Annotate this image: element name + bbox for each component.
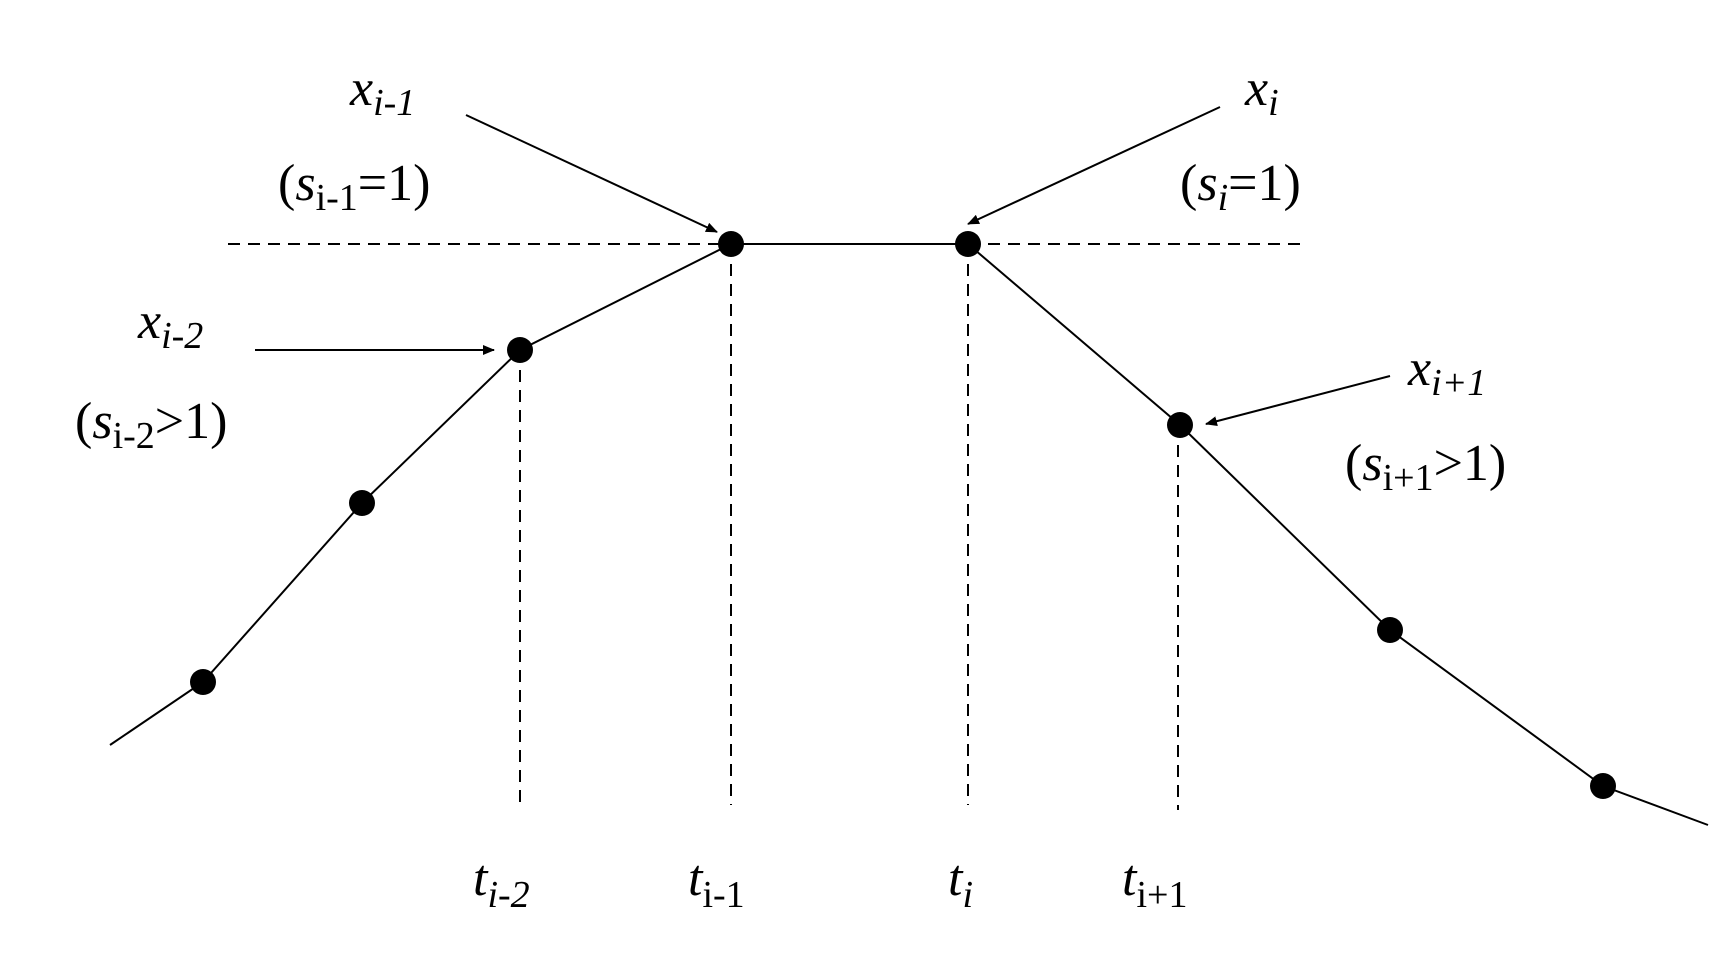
label-s-i+1-rest: >1) [1434, 435, 1507, 492]
label-x-i-2-base: x [137, 293, 161, 350]
label-x-i-1-sub: i-1 [373, 82, 415, 124]
label-s-i-1-sub: i-1 [316, 177, 358, 219]
label-t-i+1: ti+1 [1122, 850, 1187, 916]
label-t-i+1-sub: i+1 [1136, 874, 1187, 916]
label-x-i-2: xi-2 [137, 293, 203, 357]
label-x-i+1-base: x [1407, 340, 1431, 397]
label-x-i-2-sub: i-2 [161, 315, 203, 357]
label-x-i+1-sub: i+1 [1431, 362, 1486, 404]
point-dot-7 [1377, 617, 1403, 643]
label-x-i-sub: i [1268, 82, 1279, 124]
label-s-i+1-open: ( [1345, 435, 1362, 492]
label-t-i: ti [948, 850, 973, 916]
point-dot-8 [1590, 773, 1616, 799]
label-t-i-base: t [948, 850, 964, 907]
label-x-i-1-base: x [349, 60, 373, 117]
label-x-i-base: x [1244, 60, 1268, 117]
label-t-i-1-sub: i-1 [702, 874, 744, 916]
label-t-i-sub: i [962, 874, 973, 916]
arrow-x-i+1 [1205, 375, 1391, 427]
arrow-x-i [967, 106, 1221, 225]
label-s-i+1-base: s [1362, 435, 1382, 492]
label-t-i-1: ti-1 [688, 850, 745, 916]
label-s-i+1-sub: i+1 [1383, 457, 1434, 499]
point-x-i-1 [718, 231, 744, 257]
label-t-i-1-base: t [688, 850, 704, 907]
label-s-i+1: (si+1>1) [1345, 435, 1506, 499]
label-t-i-2-base: t [473, 850, 489, 907]
point-x-i+1 [1167, 412, 1193, 438]
label-s-i-2-rest: >1) [155, 393, 228, 450]
label-x-i+1: xi+1 [1407, 340, 1486, 404]
label-s-i-2-open: ( [75, 393, 92, 450]
label-x-i: xi [1244, 60, 1279, 124]
label-s-i-2-sub: i-2 [113, 415, 155, 457]
label-s-i-1-rest: =1) [358, 155, 431, 212]
piecewise-curve [109, 243, 1709, 826]
point-x-i [955, 231, 981, 257]
label-s-i: (si=1) [1180, 155, 1301, 219]
label-s-i-rest: =1) [1228, 155, 1301, 212]
arrow-x-i-1 [465, 114, 718, 233]
point-x-i-2 [507, 337, 533, 363]
label-s-i-1: (si-1=1) [278, 155, 430, 219]
label-s-i-2: (si-2>1) [75, 393, 227, 457]
label-s-i-1-open: ( [278, 155, 295, 212]
label-t-i-2: ti-2 [473, 850, 530, 916]
point-dot-2 [349, 490, 375, 516]
label-s-i-1-base: s [295, 155, 315, 212]
label-s-i-open: ( [1180, 155, 1197, 212]
label-s-i-2-base: s [92, 393, 112, 450]
label-s-i-sub: i [1218, 177, 1229, 219]
label-x-i-1: xi-1 [349, 60, 415, 124]
label-s-i-base: s [1197, 155, 1217, 212]
label-t-i-2-sub: i-2 [487, 874, 529, 916]
point-dot-1 [190, 669, 216, 695]
label-t-i+1-base: t [1122, 850, 1138, 907]
